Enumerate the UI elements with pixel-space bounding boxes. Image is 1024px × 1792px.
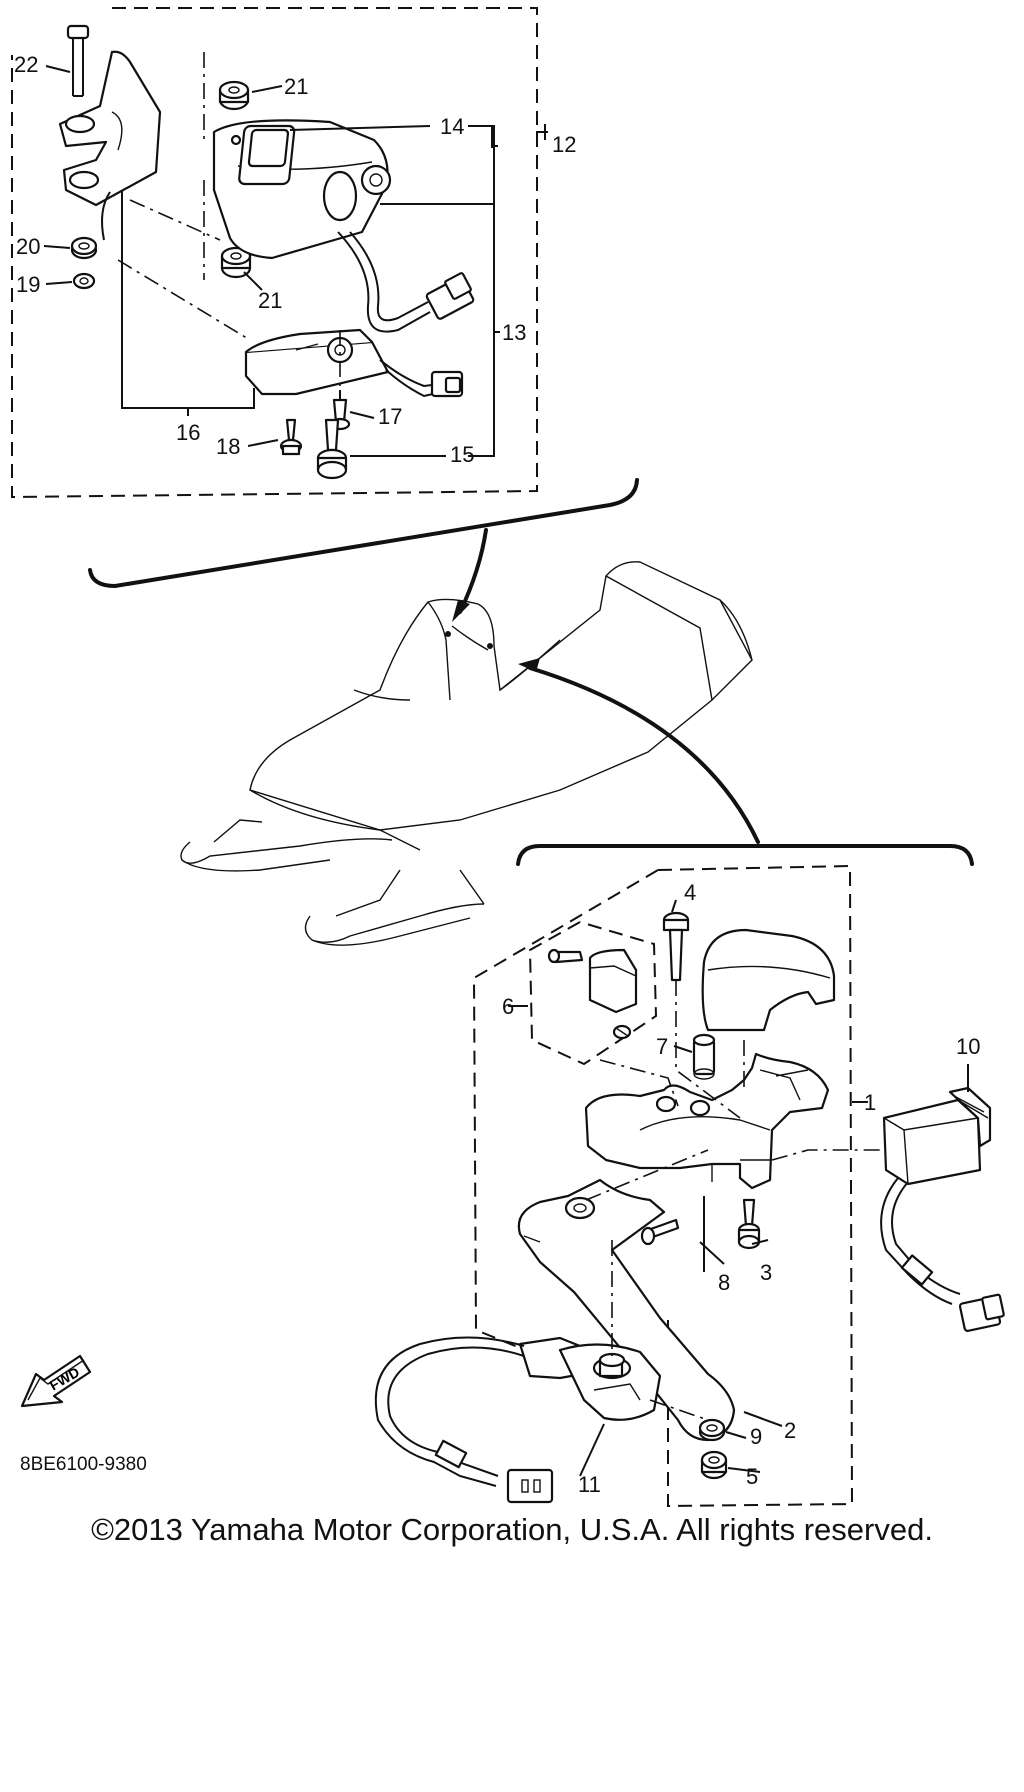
lever-holder [584,1052,830,1190]
bolt-3 [737,1198,761,1250]
callout-18: 18 [216,434,240,459]
bottom-inset-bracket [516,844,974,866]
callout-22: 22 [14,52,38,77]
top-inset [11,7,639,589]
arrow-to-lever [528,666,760,844]
screw-15 [316,418,348,480]
screw-18 [279,418,303,456]
callout-7: 7 [656,1034,668,1059]
washer-9 [698,1418,726,1442]
nut-5 [700,1450,728,1480]
ski-left [180,838,393,864]
callout-17: 17 [378,404,402,429]
brake-switch-11 [518,1336,662,1421]
snowmobile-body [249,561,753,831]
housing-wire [337,231,431,333]
snowmobile-overview [180,528,760,946]
base-connector [430,370,464,398]
callout-8: 8 [718,1270,730,1295]
ski-right [304,903,485,943]
callout-9: 9 [750,1424,762,1449]
bottom-inset [374,844,1005,1508]
callout-21-upper: 21 [284,74,308,99]
bolt-22 [66,24,90,97]
mounting-bracket [58,50,162,207]
copyright-notice: ©2013 Yamaha Motor Corporation, U.S.A. A… [91,1512,933,1547]
callout-13: 13 [502,320,526,345]
part-code: 8BE6100-9380 [20,1454,147,1475]
callout-1: 1 [864,1090,876,1115]
top-inset-dashed-frame [11,7,538,499]
brake-lever-2 [517,1178,736,1442]
washer-20 [70,236,98,260]
brake-switch-connector [506,1468,554,1504]
callout-14: 14 [440,114,464,139]
bolt-4 [662,911,690,982]
callout-10: 10 [956,1034,980,1059]
callout-labels: 22 21 14 12 20 19 21 13 17 16 18 15 4 6 … [14,52,980,1497]
top-inset-bracket [88,478,639,589]
housing-connector [425,272,475,320]
grommet-21-lower [220,246,252,279]
callout-6: 6 [502,994,514,1019]
callout-2: 2 [784,1418,796,1443]
callout-12: 12 [552,132,576,157]
callout-3: 3 [760,1260,772,1285]
switch-housing-14 [212,119,392,260]
callout-21-lower: 21 [258,288,282,313]
screw-8 [640,1218,680,1246]
callout-15: 15 [450,442,474,467]
stop-switch-10 [882,1086,992,1186]
fwd-direction-arrow: FWD [20,1354,92,1408]
callout-5: 5 [746,1464,758,1489]
callout-19: 19 [16,272,40,297]
callout-11: 11 [578,1472,601,1497]
lock-washer-19 [72,272,96,290]
stop-switch-connector [958,1293,1005,1332]
lever-cover [701,928,836,1032]
callout-4: 4 [684,880,696,905]
callout-20: 20 [16,234,40,259]
grommet-21-upper [218,80,250,111]
collar-7 [692,1033,716,1080]
adjuster-6 [547,948,638,1040]
switch-base-16 [244,328,390,396]
callout-16: 16 [176,420,200,445]
arrow-to-switch [458,528,488,614]
